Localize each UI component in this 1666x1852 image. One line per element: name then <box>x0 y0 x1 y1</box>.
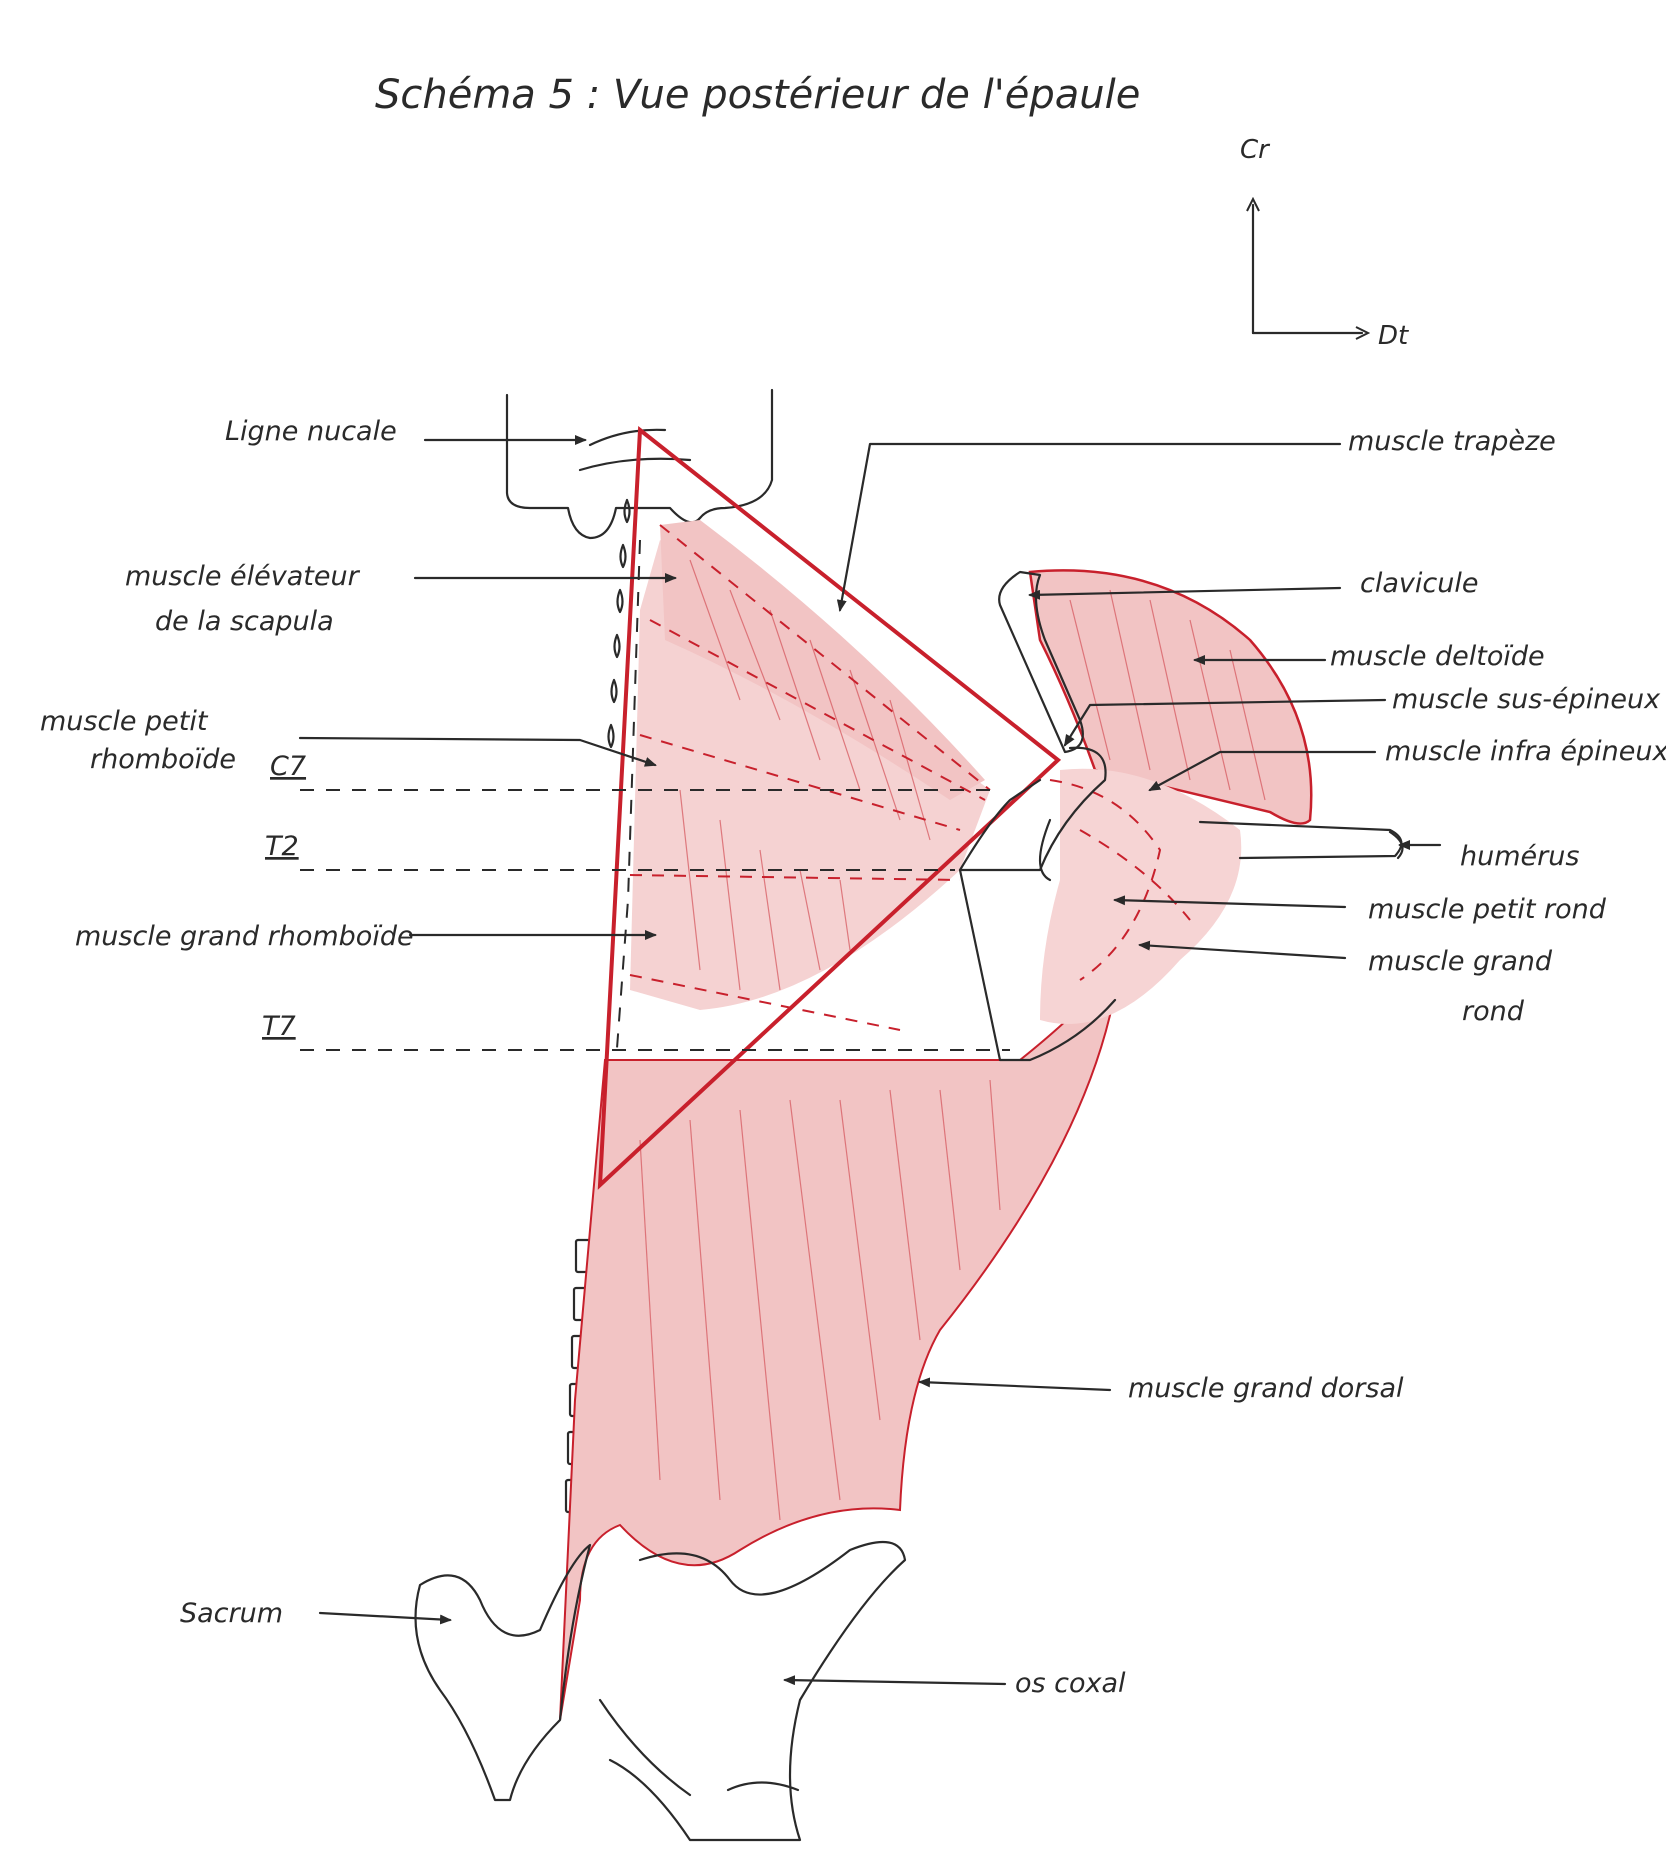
label-humerus: humérus <box>1460 841 1579 872</box>
muscle-fills <box>559 520 1313 1721</box>
label-grand-rond-line1: muscle grand <box>1368 946 1553 977</box>
label-trapeze: muscle trapèze <box>1348 426 1556 457</box>
label-ligne-nucale: Ligne nucale <box>225 416 397 447</box>
cranial-label: Cr <box>1240 135 1271 165</box>
deltoid-shape <box>1028 569 1313 825</box>
muscle-boundaries <box>629 524 1191 1031</box>
label-sacrum: Sacrum <box>180 1598 283 1629</box>
latissimus-dorsi-shape <box>559 959 1121 1721</box>
label-petit-rond: muscle petit rond <box>1368 894 1607 925</box>
label-elevateur-scapula-line2: de la scapula <box>155 606 334 637</box>
label-petit-rhomboide-line1: muscle petit <box>40 706 209 737</box>
diagram-title: Schéma 5 : Vue postérieur de l'épaule <box>375 72 1140 118</box>
label-level-c7: C7 <box>270 751 306 782</box>
sacrum-outline <box>414 1543 592 1802</box>
label-grand-rhomboide: muscle grand rhomboïde <box>75 921 414 952</box>
label-deltoide: muscle deltoïde <box>1330 641 1545 672</box>
label-level-t7: T7 <box>262 1011 296 1042</box>
label-grand-dorsal: muscle grand dorsal <box>1128 1373 1404 1404</box>
os-coxal-outline <box>608 1540 907 1842</box>
label-elevateur-scapula-line1: muscle élévateur <box>125 561 361 592</box>
label-grand-rond-line2: rond <box>1462 996 1525 1027</box>
label-os-coxal: os coxal <box>1015 1668 1126 1699</box>
scapular-muscle-shape <box>1040 768 1242 1024</box>
label-clavicule: clavicule <box>1360 568 1478 599</box>
label-petit-rhomboide-line2: rhomboïde <box>90 744 236 775</box>
vertebral-level-lines <box>300 789 1010 1051</box>
leader-lines <box>298 435 1442 1686</box>
scapula-outline <box>958 746 1117 1062</box>
levator-scapulae-shape <box>660 520 985 800</box>
label-infra-epineux: muscle infra épineux <box>1385 736 1666 767</box>
distal-label: Dt <box>1378 321 1409 351</box>
orientation-axes: Cr Dt <box>1240 135 1409 351</box>
label-sus-epineux: muscle sus-épineux <box>1392 684 1661 715</box>
label-level-t2: T2 <box>265 831 299 862</box>
pelvis <box>414 1540 907 1842</box>
